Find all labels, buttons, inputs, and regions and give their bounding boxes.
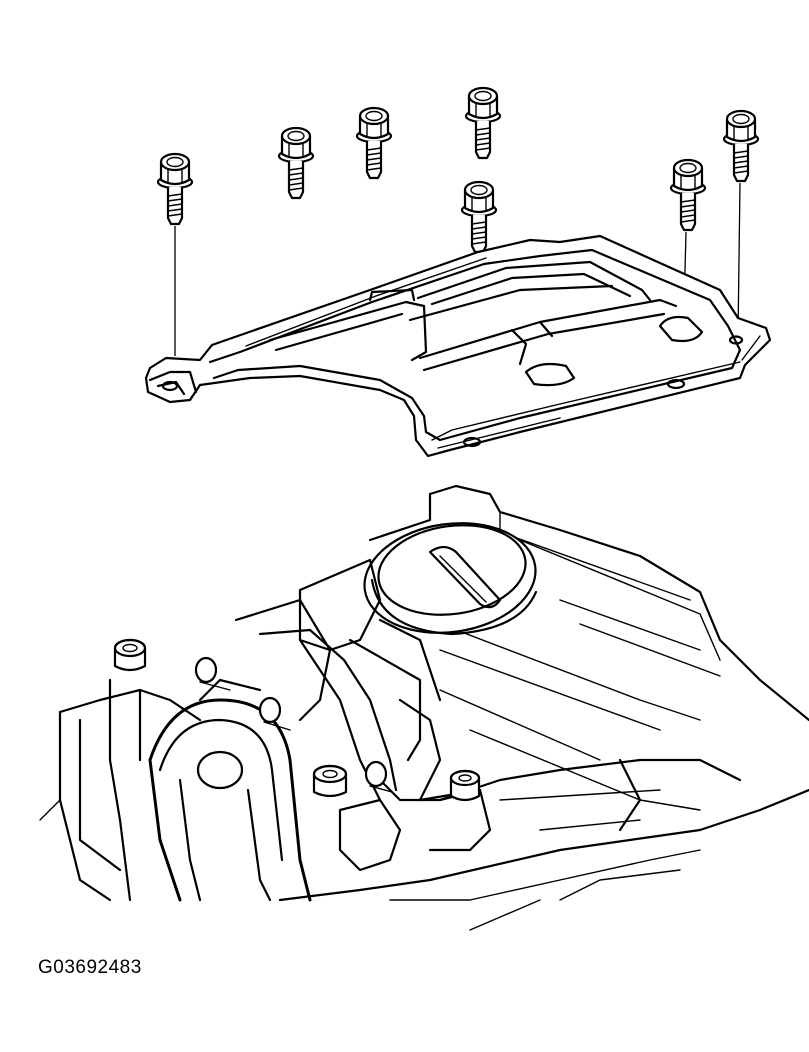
bolt-hole-far-right [728, 335, 744, 345]
bolt-1 [156, 152, 194, 226]
pulley [196, 750, 244, 790]
oil-filler-cap [363, 522, 538, 636]
bolt-2 [277, 126, 315, 200]
bolt-hole-right [666, 378, 686, 390]
bolt-4 [464, 86, 502, 160]
bolt-hole-left [161, 380, 179, 392]
nut-right [449, 769, 481, 802]
cover-plate [144, 234, 772, 458]
nut-left [113, 638, 147, 672]
stud-3 [364, 760, 388, 788]
bolt-3 [355, 106, 393, 180]
bolt-6 [669, 158, 707, 232]
bolt-7 [722, 109, 760, 183]
bolt-5 [460, 180, 498, 254]
stud-1 [194, 656, 218, 684]
bolt-hole-center [462, 436, 482, 448]
stud-2 [258, 696, 282, 724]
figure-id-label: G03692483 [38, 957, 142, 978]
engine-block [39, 484, 809, 931]
nut-center [312, 764, 348, 798]
